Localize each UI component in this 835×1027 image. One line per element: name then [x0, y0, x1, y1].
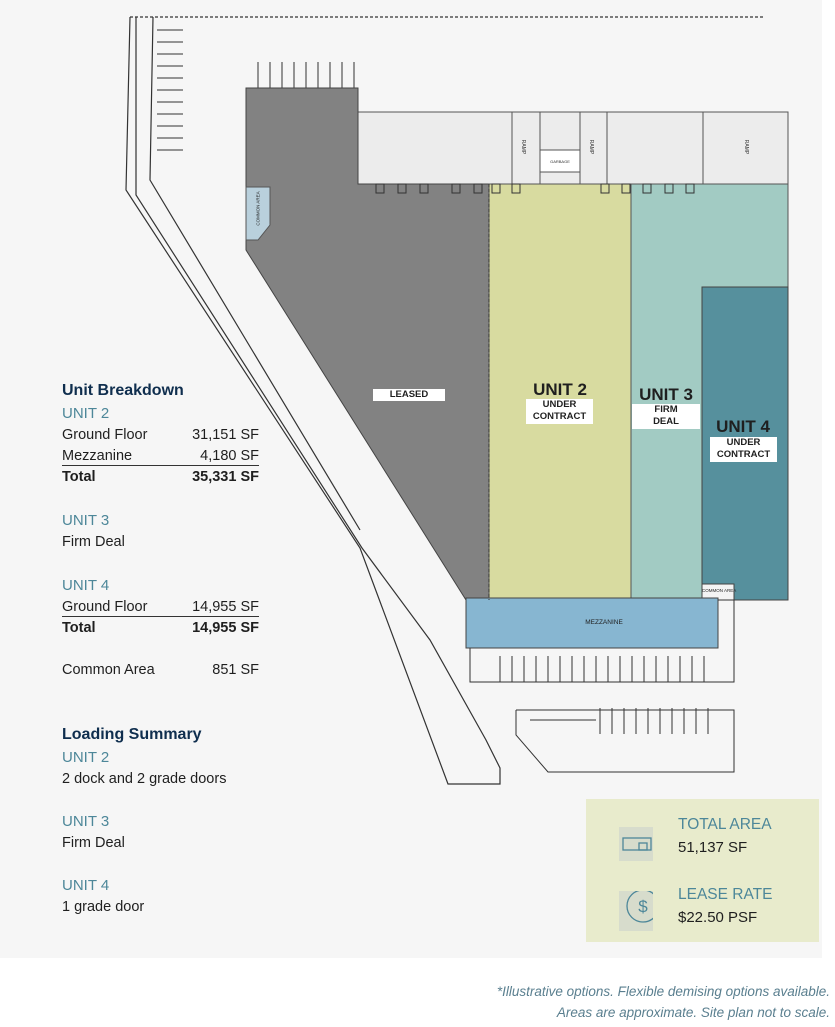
loading-unit-3-heading: UNIT 3 [62, 813, 110, 830]
garbage-label: GARBAGE [550, 159, 570, 164]
unit-2-status-line-2: CONTRACT [532, 411, 587, 422]
common-area-left [245, 186, 271, 241]
ramp-label-1: RAMP [520, 139, 527, 155]
unit-3-status: FIRM DEAL [632, 404, 700, 429]
loading-summary-title: Loading Summary [62, 726, 202, 743]
unit-2-mezzanine-value: 4,180 SF [200, 448, 259, 464]
unit-2-title: UNIT 2 [533, 380, 587, 399]
total-area-label: TOTAL AREA [678, 816, 772, 833]
unit-4-total-label: Total [62, 620, 96, 636]
loading-ramps [357, 111, 789, 185]
footnote-line-2: Areas are approximate. Site plan not to … [556, 1005, 830, 1020]
unit-3-status-line-2: DEAL [653, 416, 679, 427]
unit-2-mezzanine-row: Mezzanine 4,180 SF [62, 448, 259, 466]
breakdown-unit-2-heading: UNIT 2 [62, 405, 110, 422]
ramp-label-2: RAMP [588, 139, 595, 155]
common-area-label-left: COMMON AREA [255, 191, 261, 226]
breakdown-unit-3-heading: UNIT 3 [62, 512, 110, 529]
summary-info-box: TOTAL AREA 51,137 SF $ LEASE RATE $22.50… [586, 799, 819, 942]
unit-2-total-label: Total [62, 469, 96, 485]
unit-3-title: UNIT 3 [639, 385, 693, 404]
loading-unit-3-text: Firm Deal [62, 835, 125, 851]
parking-stalls [157, 29, 355, 151]
bottom-parking [469, 599, 735, 773]
footnote-line-1: *Illustrative options. Flexible demising… [496, 984, 830, 999]
unit-4-status-line-2: CONTRACT [716, 449, 771, 460]
unit-breakdown-title: Unit Breakdown [62, 382, 184, 399]
loading-unit-2-text: 2 dock and 2 grade doors [62, 771, 227, 787]
unit-4-ground-label: Ground Floor [62, 599, 148, 615]
breakdown-unit-4-heading: UNIT 4 [62, 577, 110, 594]
unit-4-status: UNDER CONTRACT [710, 437, 777, 462]
floorplan-icon [619, 827, 653, 861]
total-area-value: 51,137 SF [678, 839, 748, 856]
unit-4-ground-row: Ground Floor 14,955 SF [62, 599, 259, 617]
unit-3-status-line-1: FIRM [654, 404, 678, 415]
site-plan [125, 16, 789, 785]
lease-rate-value: $22.50 PSF [678, 909, 758, 926]
lease-rate-label: LEASE RATE [678, 886, 773, 903]
unit-2-total-value: 35,331 SF [192, 469, 259, 485]
unit-2-mezzanine-label: Mezzanine [62, 448, 133, 464]
unit-2-status: UNDER CONTRACT [526, 399, 593, 424]
unit-2-ground-label: Ground Floor [62, 427, 148, 443]
common-area-label-bottom: COMMON AREA [702, 588, 737, 593]
ramp-label-3: RAMP [743, 139, 750, 155]
mezzanine-area [465, 597, 719, 649]
unit-2-area [488, 183, 632, 601]
leased-label: LEASED [373, 389, 445, 401]
loading-unit-4-heading: UNIT 4 [62, 877, 110, 894]
unit-4-ground-value: 14,955 SF [192, 599, 259, 615]
dollar-circle-icon: $ [619, 889, 660, 931]
common-area-label: Common Area [62, 662, 155, 678]
dock-doors [375, 183, 695, 194]
unit-3-status-text: Firm Deal [62, 534, 125, 550]
unit-4-status-line-1: UNDER [726, 437, 761, 448]
loading-unit-4-text: 1 grade door [62, 899, 145, 915]
unit-2-ground-value: 31,151 SF [192, 427, 259, 443]
unit-4-title: UNIT 4 [716, 417, 770, 436]
unit-2-status-line-1: UNDER [542, 399, 577, 410]
svg-text:$: $ [638, 897, 648, 916]
unit-4-total-value: 14,955 SF [192, 620, 259, 636]
common-area-value: 851 SF [212, 662, 259, 678]
driveway [125, 16, 765, 785]
mezzanine-label: MEZZANINE [585, 619, 623, 626]
loading-unit-2-heading: UNIT 2 [62, 749, 110, 766]
